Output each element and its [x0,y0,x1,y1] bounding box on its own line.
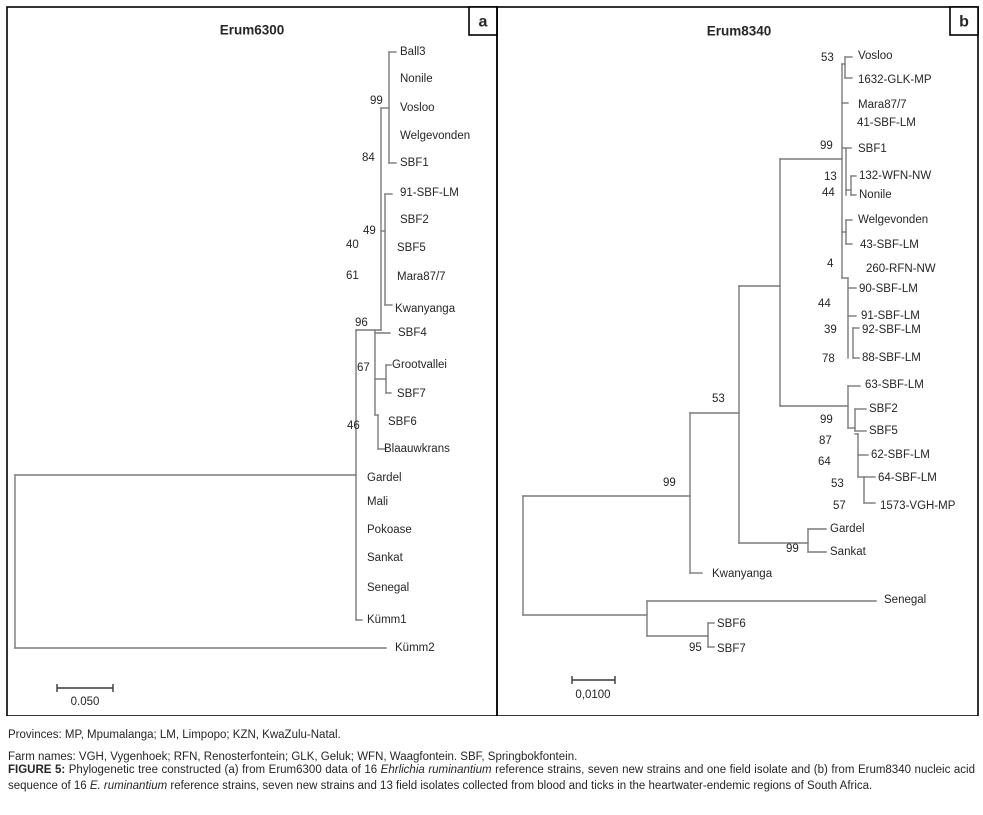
bootstrap-value: 53 [712,393,725,405]
bootstrap-value: 96 [355,317,368,329]
bootstrap-value: 99 [820,140,833,152]
taxon-label: Welgevonden [400,130,470,142]
taxon-label: Gardel [367,472,402,484]
taxon-label: Senegal [367,582,409,594]
taxon-label: Mali [367,496,388,508]
taxon-label: 260-RFN-NW [866,263,936,275]
figure-notes: Provinces: MP, Mpumalanga; LM, Limpopo; … [8,724,975,768]
taxon-label: Ball3 [400,46,426,58]
bootstrap-value: 67 [357,362,370,374]
panel-b-corner-box [949,6,979,36]
bootstrap-value: 49 [363,225,376,237]
taxon-label: Kümm1 [367,614,407,626]
taxon-label: SBF6 [717,618,746,630]
taxon-label: 91-SBF-LM [400,187,459,199]
bootstrap-value: 99 [370,95,383,107]
taxon-label: 132-WFN-NW [859,170,931,182]
taxon-label: 41-SBF-LM [857,117,916,129]
taxon-label: SBF7 [717,643,746,655]
figure-caption-label: FIGURE 5: [8,764,66,776]
caption-text-segment: reference strains, seven new strains and… [167,779,873,792]
taxon-label: 90-SBF-LM [859,283,918,295]
bootstrap-value: 4 [827,258,834,270]
bootstrap-value: 99 [663,477,676,489]
taxon-label: Nonile [859,189,892,201]
taxon-label: 43-SBF-LM [860,239,919,251]
taxon-label: SBF7 [397,388,426,400]
taxon-label: SBF2 [869,403,898,415]
bootstrap-value: 40 [346,239,359,251]
taxon-label: 88-SBF-LM [862,352,921,364]
panel-a-title: Erum6300 [220,23,285,38]
panel-b-corner-label: b [959,14,969,31]
taxon-label: SBF1 [858,143,887,155]
bootstrap-value: 95 [689,642,702,654]
taxon-label: SBF5 [869,425,898,437]
taxon-label: Gardel [830,523,865,535]
bootstrap-value: 99 [786,543,799,555]
panel-b-border [496,6,979,716]
taxon-label: SBF1 [400,157,429,169]
scale-bar-label: 0.050 [71,696,100,708]
provinces-note: Provinces: MP, Mpumalanga; LM, Limpopo; … [8,729,341,741]
taxon-label: Senegal [884,594,926,606]
species-name-italic: E. ruminantium [89,779,168,792]
figure-caption-text: Phylogenetic tree constructed (a) from E… [8,764,975,792]
scale-bar-label: 0,0100 [575,689,610,701]
bootstrap-value: 44 [818,298,831,310]
bootstrap-value: 46 [347,420,360,432]
taxon-label: Blaauwkrans [384,443,450,455]
species-name-italic: Ehrlichia ruminantium [380,764,492,776]
panel-a-corner-label: a [479,14,488,31]
taxon-label: SBF5 [397,242,426,254]
bootstrap-value: 87 [819,435,832,447]
taxon-label: Kümm2 [395,642,435,654]
taxon-label: 91-SBF-LM [861,310,920,322]
bootstrap-value: 84 [362,152,375,164]
bootstrap-value: 44 [822,187,835,199]
farm-names-note: Farm names: VGH, Vygenhoek; RFN, Renoste… [8,751,578,763]
taxon-label: Vosloo [858,50,893,62]
taxon-label: Nonile [400,73,433,85]
bootstrap-value: 53 [821,52,834,64]
taxon-label: 64-SBF-LM [878,472,937,484]
taxon-label: 92-SBF-LM [862,324,921,336]
taxon-label: Sankat [367,552,404,564]
taxon-label: Kwanyanga [395,303,456,315]
bootstrap-value: 78 [822,353,835,365]
taxon-label: 1573-VGH-MP [880,500,956,512]
taxon-label: Kwanyanga [712,568,773,580]
bootstrap-value: 53 [831,478,844,490]
bootstrap-value: 61 [346,270,359,282]
taxon-label: 1632-GLK-MP [858,74,932,86]
taxon-label: 63-SBF-LM [865,379,924,391]
taxon-label: Grootvallei [392,359,447,371]
bootstrap-value: 64 [818,456,831,468]
bootstrap-value: 39 [824,324,837,336]
taxon-label: Sankat [830,546,867,558]
taxon-label: SBF2 [400,214,429,226]
taxon-label: Vosloo [400,102,435,114]
taxon-label: Mara87/7 [397,271,446,283]
caption-text-segment: Phylogenetic tree constructed (a) from E… [65,764,381,776]
figure-caption: FIGURE 5: Phylogenetic tree constructed … [8,763,975,795]
taxon-label: Welgevonden [858,214,928,226]
taxon-label: SBF6 [388,416,417,428]
taxon-label: SBF4 [398,327,427,339]
taxon-label: 62-SBF-LM [871,449,930,461]
panel-b-title: Erum8340 [707,24,772,39]
bootstrap-value: 13 [824,171,837,183]
caption-text-segment: reference strains, seven new strains and… [8,764,975,792]
bootstrap-value: 57 [833,500,846,512]
bootstrap-value: 99 [820,414,833,426]
taxon-label: Mara87/7 [858,99,907,111]
taxon-label: Pokoase [367,524,412,536]
